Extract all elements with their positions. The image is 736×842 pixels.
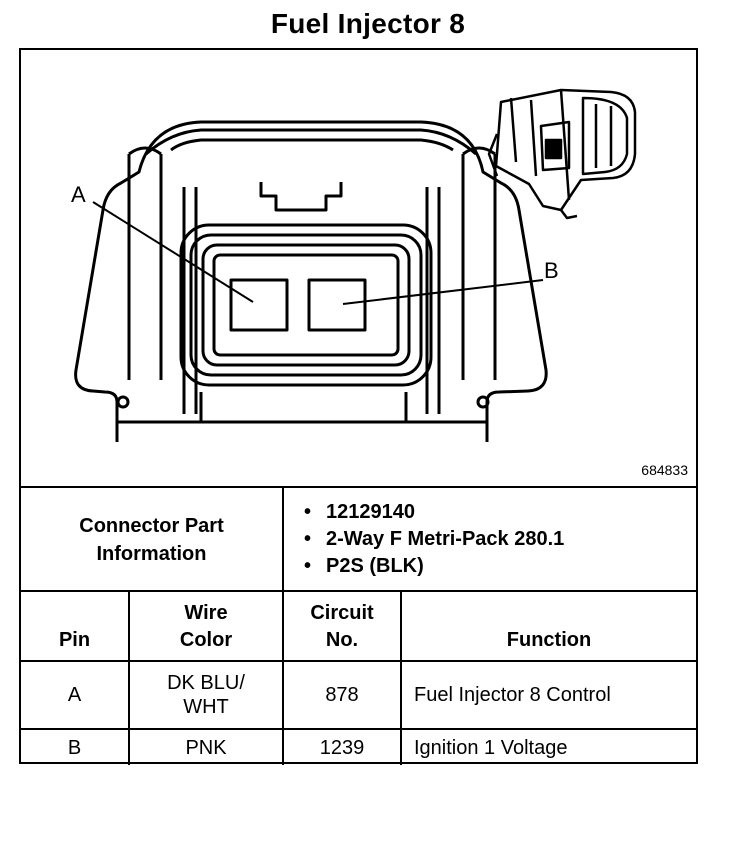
connector-frame: A B 684833 Connector Part Information 12… — [19, 48, 698, 765]
pin-table: Pin Wire Color Circuit No. Function A DK… — [21, 590, 696, 765]
table-row: A DK BLU/ WHT 878 Fuel Injector 8 Contro… — [21, 660, 696, 730]
pin-cell: B — [21, 728, 130, 765]
connector-top-arch — [145, 128, 477, 156]
part-number: 12129140 — [304, 499, 696, 526]
locking-tab — [259, 182, 343, 212]
connector-housing-outline — [74, 120, 548, 424]
wire-color-cell: DK BLU/ WHT — [128, 660, 284, 730]
left-latch — [127, 146, 163, 380]
wire-color-cell: PNK — [128, 728, 284, 765]
connector-face — [179, 223, 433, 387]
callout-a: A — [71, 182, 86, 207]
figure-id: 684833 — [641, 462, 688, 478]
diagram-title: Fuel Injector 8 — [270, 8, 466, 39]
callout-line-b — [342, 279, 544, 305]
connector-part-info: 12129140 2-Way F Metri-Pack 280.1 P2S (B… — [282, 486, 696, 591]
connector-drawing: A B — [71, 88, 637, 442]
callout-b: B — [544, 258, 559, 283]
callout-line-a — [92, 201, 254, 303]
function-cell: Fuel Injector 8 Control — [400, 660, 696, 730]
circuit-cell: 878 — [282, 660, 402, 730]
right-hole — [476, 395, 490, 409]
cavity-a — [229, 278, 289, 332]
header-wire-color: Wire Color — [128, 590, 284, 662]
part-label-line-2: Information — [96, 542, 207, 565]
right-latch — [461, 146, 497, 380]
function-cell: Ignition 1 Voltage — [400, 728, 696, 765]
circuit-cell: 1239 — [282, 728, 402, 765]
connector-perspective-sketch — [487, 88, 637, 220]
part-label-line-1: Connector Part — [79, 514, 224, 537]
table-row: B PNK 1239 Ignition 1 Voltage — [21, 728, 696, 765]
connector-type: 2-Way F Metri-Pack 280.1 — [304, 526, 696, 553]
header-pin: Pin — [21, 590, 130, 662]
header-function: Function — [400, 590, 696, 662]
left-hole — [116, 395, 130, 409]
connector-series: P2S (BLK) — [304, 553, 696, 580]
connector-part-table: Connector Part Information 12129140 2-Wa… — [21, 486, 696, 591]
cavity-b — [307, 278, 367, 332]
header-circuit: Circuit No. — [282, 590, 402, 662]
connector-part-label: Connector Part Information — [21, 486, 284, 591]
pin-cell: A — [21, 660, 130, 730]
